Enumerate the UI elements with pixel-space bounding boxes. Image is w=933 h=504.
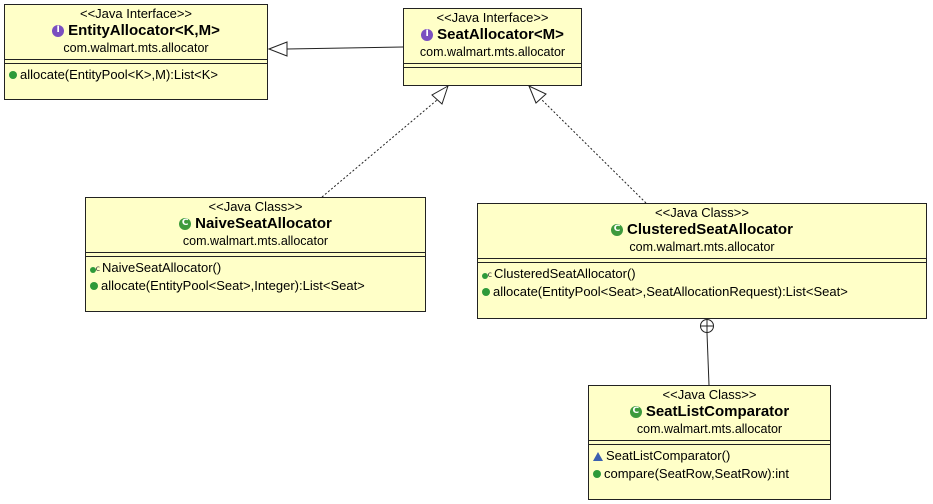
operation-signature: allocate(EntityPool<K>,M):List<K> <box>20 67 218 82</box>
divider <box>86 252 425 253</box>
class-icon: C <box>179 217 192 230</box>
class-box-seat-list-comparator[interactable]: <<Java Class>> C SeatListComparator com.… <box>588 385 831 500</box>
class-icon: C <box>629 405 642 418</box>
nesting-edge <box>700 319 714 386</box>
class-icon: C <box>611 223 624 236</box>
package-label: com.walmart.mts.allocator <box>636 422 783 436</box>
class-box-entity-allocator[interactable]: <<Java Interface>> I EntityAllocator<K,M… <box>4 4 268 100</box>
package-label: com.walmart.mts.allocator <box>419 45 566 59</box>
operation[interactable]: allocate(EntityPool<Seat>,SeatAllocation… <box>482 283 922 301</box>
operation[interactable]: allocate(EntityPool<K>,M):List<K> <box>9 66 263 84</box>
operation-signature: allocate(EntityPool<Seat>,SeatAllocation… <box>493 284 848 299</box>
operation-signature: SeatListComparator() <box>606 448 731 463</box>
class-name: EntityAllocator<K,M> <box>68 22 220 39</box>
class-box-clustered-seat-allocator[interactable]: <<Java Class>> C ClusteredSeatAllocator … <box>477 203 927 319</box>
operation-signature: allocate(EntityPool<Seat>,Integer):List<… <box>101 278 365 293</box>
operations-list: SeatListComparator() compare(SeatRow,Sea… <box>589 445 830 484</box>
divider <box>589 440 830 441</box>
divider <box>404 63 581 64</box>
class-box-seat-allocator[interactable]: <<Java Interface>> I SeatAllocator<M> co… <box>403 8 582 86</box>
stereotype-label: <<Java Class>> <box>655 205 749 220</box>
operation-signature: ClusteredSeatAllocator() <box>494 266 636 281</box>
stereotype-label: <<Java Class>> <box>662 387 757 402</box>
operation-signature: compare(SeatRow,SeatRow):int <box>604 466 789 481</box>
realization-edge <box>528 84 647 204</box>
public-method-icon <box>9 71 17 79</box>
class-name: SeatAllocator<M> <box>437 26 564 43</box>
public-method-icon <box>482 288 490 296</box>
class-name: ClusteredSeatAllocator <box>627 221 793 238</box>
realization-edge <box>321 84 449 198</box>
generalization-edge <box>267 41 404 57</box>
package-label: com.walmart.mts.allocator <box>63 41 209 55</box>
operation-signature: NaiveSeatAllocator() <box>102 260 222 275</box>
public-method-icon <box>593 470 601 478</box>
divider <box>5 59 267 60</box>
operations-list: allocate(EntityPool<K>,M):List<K> <box>5 64 267 85</box>
class-title: C NaiveSeatAllocator <box>86 214 425 233</box>
class-name: SeatListComparator <box>645 403 790 420</box>
operation[interactable]: SeatListComparator() <box>593 447 826 465</box>
class-title: I EntityAllocator<K,M> <box>5 21 267 40</box>
operation[interactable]: NaiveSeatAllocator() <box>90 259 421 278</box>
package-label: com.walmart.mts.allocator <box>629 240 775 254</box>
operations-list: NaiveSeatAllocator() allocate(EntityPool… <box>86 257 425 296</box>
interface-icon: I <box>421 28 434 41</box>
operation[interactable]: allocate(EntityPool<Seat>,Integer):List<… <box>90 277 421 295</box>
divider <box>478 262 926 263</box>
divider <box>478 258 926 259</box>
class-name: NaiveSeatAllocator <box>195 215 332 232</box>
class-title: C ClusteredSeatAllocator <box>478 220 926 239</box>
constructor-icon <box>482 266 492 284</box>
constructor-icon <box>90 260 100 278</box>
stereotype-label: <<Java Interface>> <box>436 10 549 25</box>
divider <box>5 63 267 64</box>
stereotype-label: <<Java Class>> <box>208 199 303 214</box>
divider <box>404 67 581 68</box>
operation[interactable]: compare(SeatRow,SeatRow):int <box>593 465 826 483</box>
interface-icon: I <box>52 24 65 37</box>
class-box-naive-seat-allocator[interactable]: <<Java Class>> C NaiveSeatAllocator com.… <box>85 197 426 312</box>
class-title: I SeatAllocator<M> <box>404 25 581 44</box>
stereotype-label: <<Java Interface>> <box>79 6 193 21</box>
operations-list: ClusteredSeatAllocator() allocate(Entity… <box>478 263 926 302</box>
protected-constructor-icon <box>593 451 603 461</box>
divider <box>589 444 830 445</box>
operation[interactable]: ClusteredSeatAllocator() <box>482 265 922 284</box>
public-method-icon <box>90 282 98 290</box>
package-label: com.walmart.mts.allocator <box>182 234 329 248</box>
class-title: C SeatListComparator <box>589 402 830 421</box>
divider <box>86 256 425 257</box>
